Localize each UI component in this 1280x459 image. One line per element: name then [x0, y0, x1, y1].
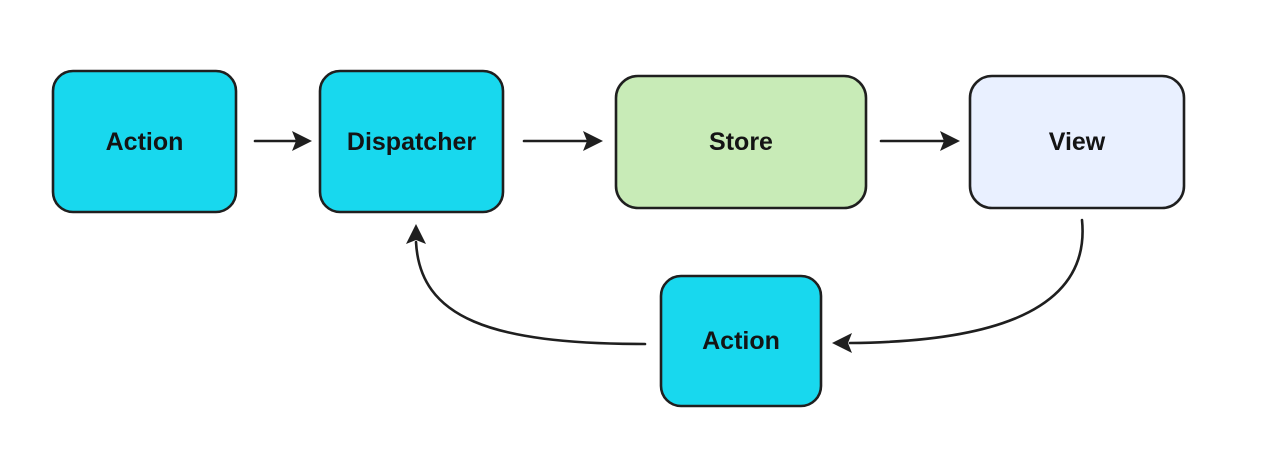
arrow-action-to-dispatcher-return-head — [406, 224, 426, 244]
node-dispatcher-box — [318, 69, 505, 214]
node-action-top: Action — [51, 69, 238, 214]
node-action-bottom-box — [659, 274, 823, 408]
arrow-action-to-dispatcher-return-line — [414, 240, 647, 346]
arrow-view-to-action-line — [848, 218, 1084, 345]
arrow-action-to-dispatcher-return — [406, 224, 647, 346]
node-dispatcher-label: Dispatcher — [347, 128, 476, 156]
node-store: Store — [614, 74, 868, 210]
arrow-action-to-dispatcher — [253, 131, 312, 151]
arrow-view-to-action-head — [832, 333, 852, 353]
node-action-bottom: Action — [659, 274, 823, 408]
arrow-store-to-view-head — [940, 131, 960, 151]
node-action-top-box — [51, 69, 238, 214]
arrow-dispatcher-to-store-head — [583, 131, 603, 151]
node-view: View — [968, 74, 1186, 210]
arrow-dispatcher-to-store — [522, 131, 603, 151]
node-action-top-label: Action — [106, 128, 184, 156]
node-store-label: Store — [709, 128, 773, 156]
arrow-store-to-view — [879, 131, 960, 151]
node-view-label: View — [1049, 128, 1106, 156]
node-action-bottom-label: Action — [702, 327, 780, 355]
node-dispatcher: Dispatcher — [318, 69, 505, 214]
arrow-view-to-action — [832, 218, 1084, 353]
arrow-action-to-dispatcher-head — [292, 131, 312, 151]
node-view-box — [968, 74, 1186, 210]
node-store-box — [614, 74, 868, 210]
